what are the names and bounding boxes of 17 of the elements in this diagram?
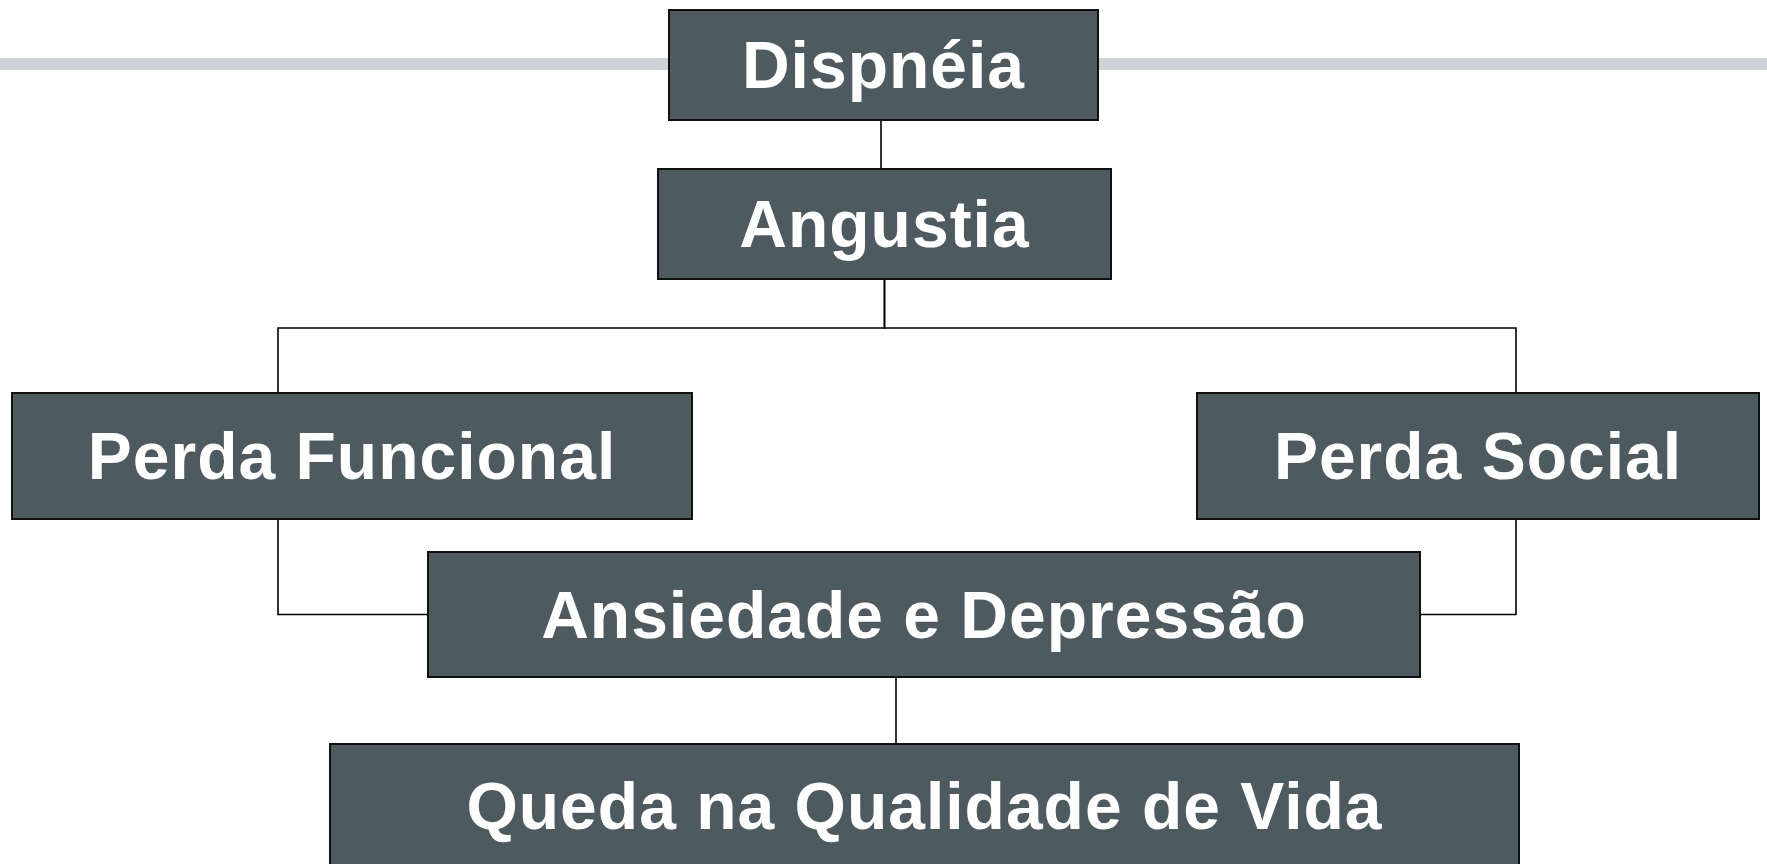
box-label: Ansiedade e Depressão [541,576,1307,653]
box-label: Dispnéia [741,27,1026,103]
connector-line [895,677,897,744]
connector-line [1420,519,1517,616]
process-box [1196,392,1760,520]
process-box [427,551,1421,678]
process-box [668,9,1099,121]
process-box [657,168,1112,280]
box-label: Queda na Qualidade de Vida [466,767,1383,844]
process-box [11,392,693,520]
box-label: Perda Social [1273,418,1683,494]
box-label: Angustia [739,186,1030,262]
connector-line [880,120,882,169]
connector-line [883,279,1517,393]
connector-line [277,519,428,616]
process-box [329,743,1520,864]
box-label: Perda Funcional [87,418,617,494]
